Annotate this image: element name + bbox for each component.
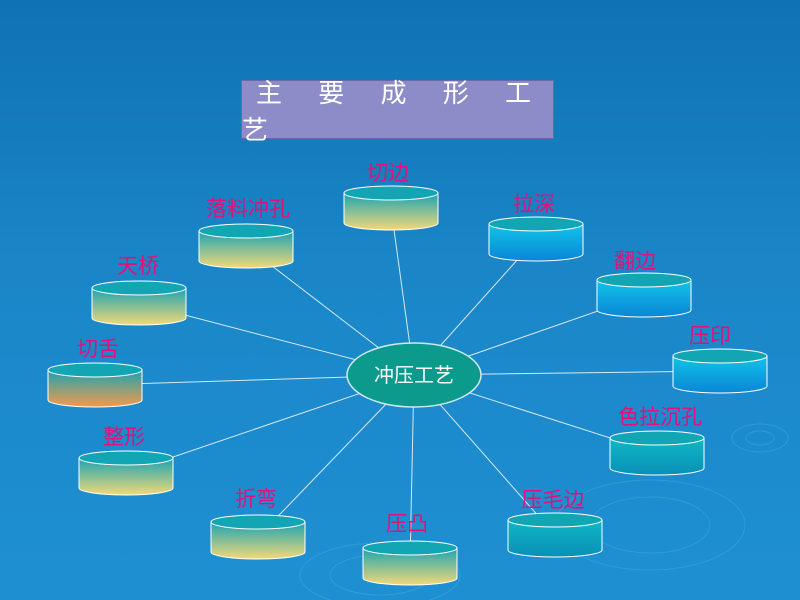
node-cylinder-body [488,223,584,262]
node-cylinder-top [78,450,174,466]
node-cylinder-body [47,369,143,408]
node-label-2: 拉深 [513,192,555,216]
node-cylinder-top [47,362,143,378]
node-cylinder-top [91,280,187,296]
node-cylinder-top [507,512,603,528]
node-cylinder-top [596,272,692,288]
node-cylinder-body [507,519,603,558]
node-label-7: 压凸 [386,512,428,536]
node-cylinder-top [198,223,294,239]
process-node-6: 压毛边 [507,488,603,558]
node-cylinder-body [91,287,187,326]
process-node-1: 切边 [343,161,439,231]
node-cylinder-body [78,457,174,496]
process-node-7: 压凸 [362,512,458,586]
node-cylinder-body [210,521,306,560]
process-node-12: 落料冲孔 [198,197,294,269]
node-label-3: 翻边 [614,249,656,273]
node-cylinder-body [343,192,439,231]
node-label-8: 折弯 [235,487,277,511]
center-ellipse [346,342,482,408]
node-label-1: 切边 [367,161,409,185]
node-cylinder-top [488,216,584,232]
node-cylinder-body [362,547,458,586]
process-node-10: 切舌 [47,337,143,408]
node-label-6: 压毛边 [522,488,585,512]
node-label-9: 整形 [103,425,145,449]
slide-title: 主 要 成 形 工 艺 [241,79,554,146]
node-label-12: 落料冲孔 [206,197,290,221]
node-cylinder-top [672,348,768,364]
process-node-5: 色拉沉孔 [609,405,705,476]
node-cylinder-body [596,279,692,318]
node-cylinder-body [672,355,768,394]
node-cylinder-body [198,230,294,269]
node-label-5: 色拉沉孔 [618,405,702,429]
node-cylinder-top [210,514,306,530]
node-label-4: 压印 [689,324,731,348]
process-node-2: 拉深 [488,192,584,262]
node-cylinder-top [609,430,705,446]
process-node-8: 折弯 [210,487,306,560]
process-node-4: 压印 [672,324,768,394]
process-node-3: 翻边 [596,249,692,318]
center-node: 冲压工艺 [346,342,482,408]
node-cylinder-top [343,185,439,201]
node-label-11: 天桥 [117,254,159,278]
node-cylinder-top [362,540,458,556]
node-label-10: 切舌 [77,337,119,361]
node-cylinder-body [609,437,705,476]
process-node-9: 整形 [78,425,174,496]
process-node-11: 天桥 [91,254,187,326]
center-label: 冲压工艺 [374,363,454,387]
